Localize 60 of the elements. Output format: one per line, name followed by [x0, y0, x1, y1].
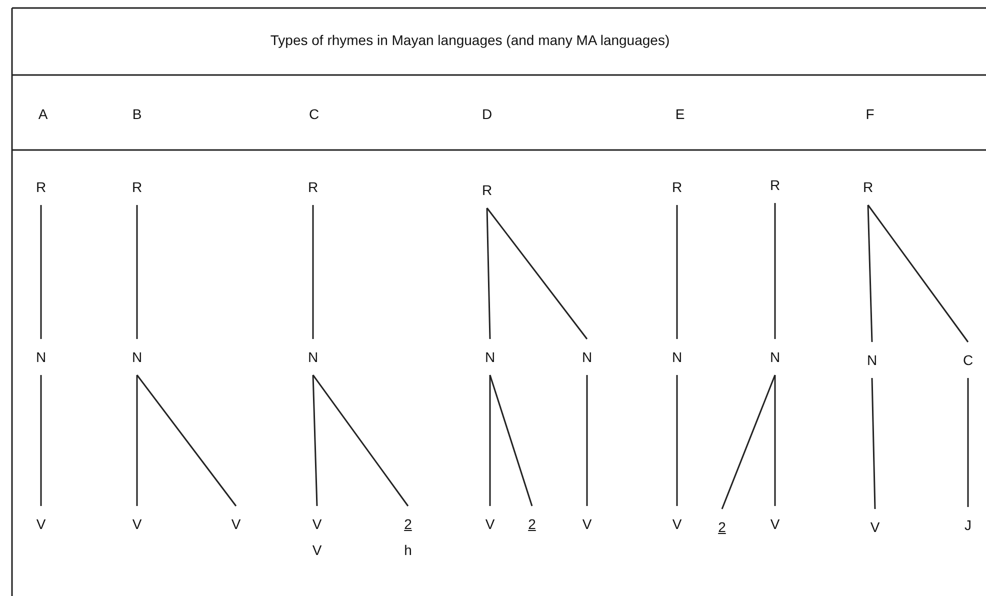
- tree-symbol: N: [308, 348, 318, 367]
- tree-symbol: R: [308, 178, 318, 197]
- tree-symbol: V: [312, 541, 322, 560]
- tree-symbol: C: [962, 351, 974, 370]
- tree-symbol: N: [672, 348, 682, 367]
- tree-branch-line: [774, 375, 776, 506]
- column-header: C: [308, 106, 320, 122]
- tree-symbol: R: [36, 178, 46, 197]
- tree-branch-line: [136, 375, 138, 506]
- tree-branch-line: [867, 204, 873, 342]
- column-header: F: [866, 106, 874, 122]
- tree-symbol: V: [770, 515, 780, 534]
- column-header: E: [675, 106, 685, 122]
- tree-symbol: R: [862, 178, 874, 197]
- tree-symbol: N: [770, 348, 780, 367]
- tree-branch-line: [676, 205, 678, 339]
- tree-branch-line: [136, 374, 237, 506]
- tree-symbol: R: [672, 178, 682, 197]
- tree-branch-line: [486, 208, 491, 340]
- tree-symbol: 2: [404, 515, 412, 534]
- tree-symbol: N: [582, 348, 592, 367]
- tree-branch-line: [867, 204, 969, 342]
- tree-branch-line: [312, 374, 409, 506]
- tree-symbol: V: [312, 515, 322, 534]
- tree-branch-line: [586, 375, 588, 506]
- column-header: A: [38, 106, 48, 122]
- column-header: D: [482, 106, 492, 122]
- tree-symbol: R: [482, 181, 492, 200]
- tree-branch-line: [774, 203, 776, 339]
- tree-symbol: N: [866, 351, 878, 370]
- tree-branch-line: [136, 205, 138, 339]
- tree-symbol: V: [582, 515, 592, 534]
- tree-branch-line: [721, 374, 776, 510]
- tree-symbol: R: [770, 176, 780, 195]
- tree-branch-line: [40, 375, 42, 506]
- tree-symbol: N: [36, 348, 46, 367]
- tree-branch-line: [489, 374, 533, 506]
- tree-symbol: J: [964, 516, 972, 535]
- tree-branch-line: [676, 375, 678, 506]
- tree-symbol: V: [485, 515, 495, 534]
- column-header: B: [132, 106, 142, 122]
- tree-branch-line: [312, 205, 314, 339]
- tree-symbol: V: [231, 515, 241, 534]
- tree-branch-line: [489, 375, 491, 506]
- tree-symbol: 2: [718, 518, 726, 537]
- tree-symbol: V: [870, 518, 880, 537]
- tree-branch-line: [486, 208, 588, 340]
- tree-branch-line: [871, 378, 876, 510]
- tree-branch-line: [40, 205, 42, 339]
- tree-symbol: h: [404, 541, 412, 560]
- table-title: Types of rhymes in Mayan languages (and many MA languages): [270, 32, 670, 48]
- tree-symbol: R: [132, 178, 142, 197]
- tree-branch-line: [967, 378, 969, 507]
- tree-symbol: V: [36, 515, 46, 534]
- tree-symbol: 2: [528, 515, 536, 534]
- tree-branch-line: [312, 374, 318, 506]
- tree-symbol: V: [132, 515, 142, 534]
- tree-symbol: N: [484, 348, 496, 367]
- tree-symbol: V: [672, 515, 682, 534]
- tree-symbol: N: [132, 348, 142, 367]
